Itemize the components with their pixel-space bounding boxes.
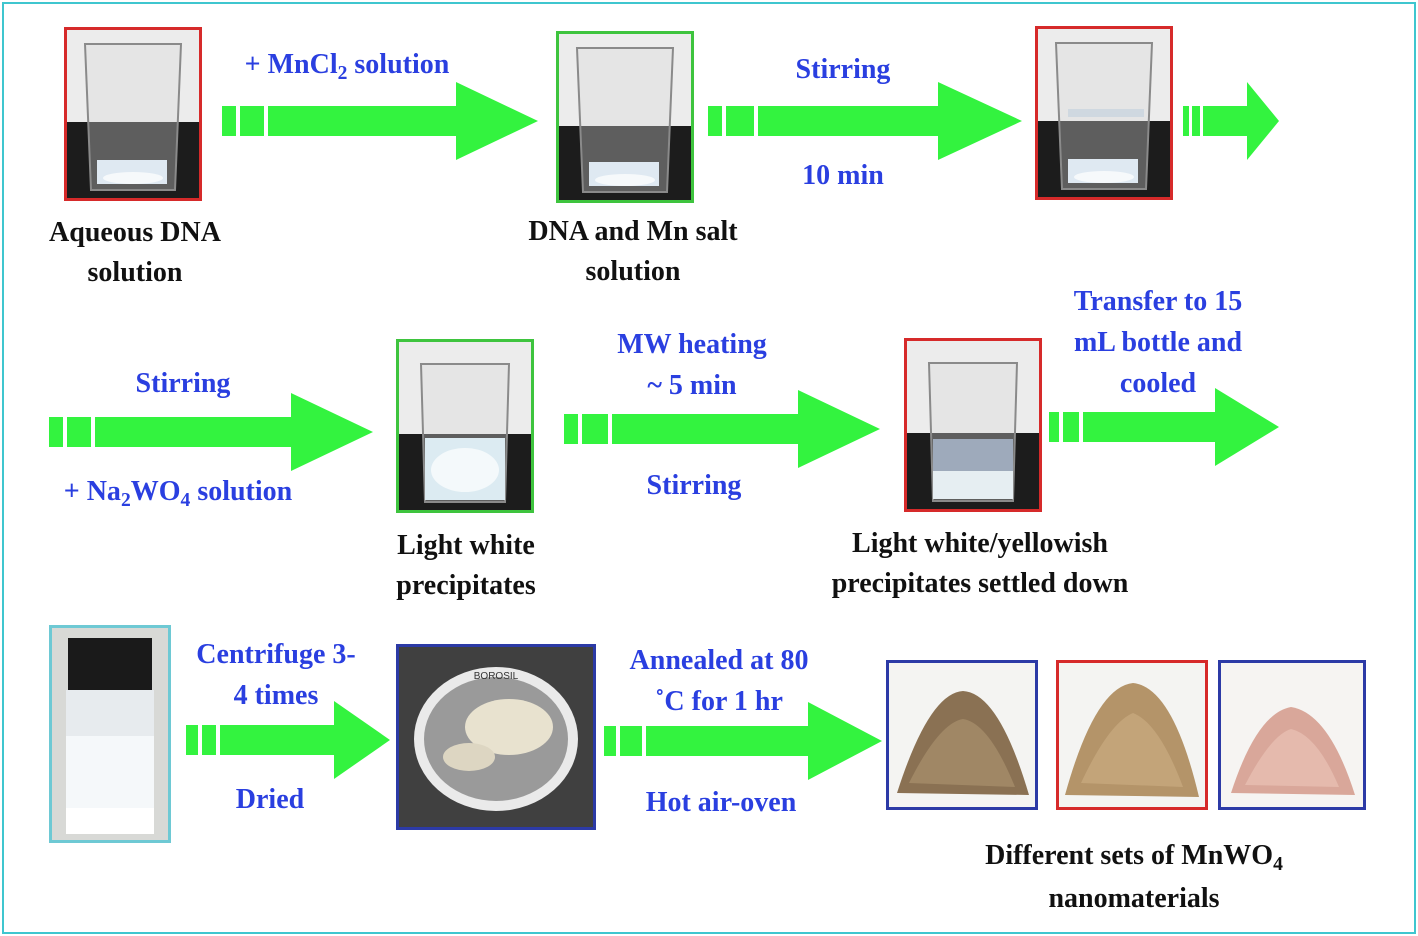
arrow-annealed — [604, 702, 882, 780]
photo-powder-3 — [1218, 660, 1366, 810]
arrow-stirring-10min — [708, 82, 1022, 160]
photo-petri-dish: BOROSIL — [396, 644, 596, 830]
photo-powder-1 — [886, 660, 1038, 810]
label-hot-air-oven: Hot air-oven — [645, 787, 797, 818]
caption-different-sets-mnwo4: Different sets of MnWO4 nanomaterials — [985, 840, 1283, 914]
label-stirring-row2: Stirring — [135, 368, 231, 399]
label-mw-heating: MW heating~ 5 min — [617, 329, 767, 401]
label-dried: Dried — [235, 784, 305, 815]
arrow-continue-row1 — [1183, 82, 1279, 160]
photo-dna-mn-salt-beaker — [556, 31, 694, 203]
label-add-mncl2-solution: + MnCl2 solution — [244, 49, 450, 84]
beaker-image — [67, 30, 199, 198]
photo-stirred-beaker — [1035, 26, 1173, 200]
label-stirring: Stirring — [795, 54, 891, 85]
photo-bottle — [49, 625, 171, 843]
arrow-centrifuge-dried — [186, 701, 390, 779]
photo-light-white-precipitates — [396, 339, 534, 513]
label-annealed: Annealed at 80˚C for 1 hr — [629, 645, 809, 717]
dish-brand-text: BOROSIL — [474, 671, 519, 682]
arrow-transfer-bottle — [1049, 388, 1279, 466]
label-stirring-mw: Stirring — [646, 470, 742, 501]
arrow-add-na2wo4-stirring — [49, 393, 373, 471]
photo-aqueous-dna-beaker — [64, 27, 202, 201]
arrow-mw-heating — [564, 390, 880, 468]
photo-settled-precipitates — [904, 338, 1042, 512]
arrow-add-mncl2 — [222, 82, 538, 160]
label-add-na2wo4-solution: + Na2WO4 solution — [63, 476, 293, 511]
label-centrifuge: Centrifuge 3-4 times — [196, 639, 356, 711]
label-10-min: 10 min — [802, 160, 884, 191]
photo-powder-2 — [1056, 660, 1208, 810]
